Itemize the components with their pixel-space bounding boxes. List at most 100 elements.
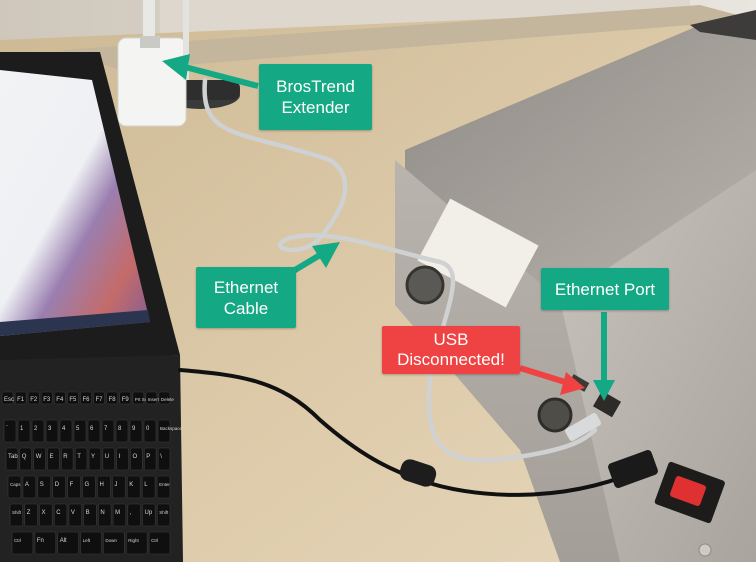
ethernet-plug (565, 413, 601, 441)
callout-cable-line1: Ethernet (213, 277, 279, 297)
keyboard-key (14, 391, 27, 405)
keyboard-key-label: Left (83, 538, 91, 543)
keyboard-key-label: , (130, 510, 132, 516)
keyboard-key-label: N (100, 510, 104, 516)
keyboard-key-label: Delete (161, 397, 175, 402)
keyboard-key-label: Y (91, 454, 95, 460)
laptop-taskbar (0, 310, 150, 336)
keyboard-key (157, 419, 171, 443)
keyboard-key-label: O (133, 454, 138, 460)
keyboard-key (60, 447, 74, 471)
keyboard-key-label: Enter (159, 482, 170, 487)
keyboard-key-label: R (63, 454, 68, 460)
keyboard-key (116, 447, 129, 471)
callout-brostrend-extender: BrosTrend Extender (259, 64, 372, 130)
keyboard-key-label: 7 (104, 426, 108, 432)
keyboard-key-label: Esc (4, 397, 14, 403)
keyboard-key-label: C (56, 510, 61, 516)
keyboard-key (144, 447, 157, 471)
keyboard-key-label: 4 (62, 426, 66, 432)
keyboard-key-label: U (105, 454, 109, 460)
keyboard-key-label: F (70, 482, 74, 488)
keyboard-key-label: 9 (132, 426, 136, 432)
keyboard-key-label: Down (105, 538, 117, 543)
callout-usb-disconnected: USB Disconnected! (382, 326, 520, 374)
keyboard-key (33, 447, 46, 471)
keyboard-key (39, 503, 53, 527)
keyboard-key-label: Z (27, 510, 31, 516)
keyboard-key (129, 419, 143, 443)
keyboard-key-label: F1 (17, 397, 25, 403)
extender-plug (140, 36, 160, 48)
keyboard-key-label: Fn (37, 538, 44, 544)
keyboard-key (57, 531, 79, 555)
keyboard-key (112, 503, 127, 527)
keyboard-key-label: J (114, 482, 117, 488)
keyboard-key (59, 419, 73, 443)
keyboard-key-label: S (40, 482, 44, 488)
keyboard-key (31, 419, 45, 443)
keyboard-key (80, 391, 92, 405)
keyboard-key (74, 447, 88, 471)
laptop-screen (0, 70, 150, 336)
arrow-usb (519, 365, 585, 395)
keyboard-key (73, 419, 87, 443)
keyboard-key-label: 8 (118, 426, 122, 432)
keyboard-key-label: A (25, 482, 29, 488)
keyboard-key-label: K (129, 482, 133, 488)
keyboard-key (126, 531, 148, 555)
keyboard-key (24, 503, 38, 527)
keyboard-key (53, 503, 68, 527)
keyboard-key-label: \ (160, 454, 162, 460)
keyboard-key (88, 447, 102, 471)
keyboard-key-label: Tab (8, 454, 18, 460)
keyboard-key-label: X (42, 510, 46, 516)
keyboard-key-label: L (144, 482, 148, 488)
keyboard-key-label: F2 (30, 397, 38, 403)
ethernet-port (592, 390, 622, 418)
keyboard-key-label: 5 (76, 426, 80, 432)
power-switch-rocker (670, 476, 706, 506)
keyboard-key-label: 2 (34, 426, 38, 432)
keyboard-key (82, 475, 96, 499)
keyboard-key-label: G (85, 482, 90, 488)
keyboard-key-label: Insert (148, 397, 160, 402)
keyboard-key (101, 419, 115, 443)
power-cable (178, 368, 642, 497)
keyboard-key-label: F9 (122, 397, 130, 403)
keyboard-key (102, 447, 115, 471)
keyboard-key-label: F8 (109, 397, 117, 403)
arrow-port (593, 312, 615, 401)
keyboard-key (93, 391, 105, 405)
keyboard-key-label: F7 (96, 397, 104, 403)
keyboard-key-label: Backspace (160, 426, 183, 431)
keyboard-key (53, 391, 66, 405)
callout-ethernet-port: Ethernet Port (541, 268, 669, 310)
keyboard-key (19, 447, 32, 471)
keyboard-key-label: Ctrl (14, 538, 21, 543)
extender-antenna-2 (183, 0, 189, 80)
keyboard-key (17, 419, 31, 443)
keyboard-key-label: 1 (20, 426, 24, 432)
keyboard-key (3, 419, 17, 443)
callout-ethernet-cable: Ethernet Cable (196, 267, 296, 328)
keyboard-key (156, 475, 171, 499)
keyboard-key (47, 447, 60, 471)
keyboard-key (98, 503, 112, 527)
keyboard-key (34, 531, 57, 555)
power-plug (608, 450, 658, 488)
keyboard-key-label: V (71, 510, 75, 516)
keyboard-key (45, 419, 59, 443)
keyboard-key-label: F3 (43, 397, 51, 403)
keyboard-key (22, 475, 37, 499)
keyboard-key (157, 447, 171, 471)
callout-usb-line1: USB (433, 330, 469, 349)
keyboard-key (112, 475, 126, 499)
case-lid-dark (690, 10, 756, 40)
extender-device (117, 37, 187, 127)
keyboard-key-label: H (100, 482, 104, 488)
keyboard-key (145, 391, 158, 405)
keyboard-key-label: T (77, 454, 81, 460)
keyboard-key (1, 391, 14, 405)
